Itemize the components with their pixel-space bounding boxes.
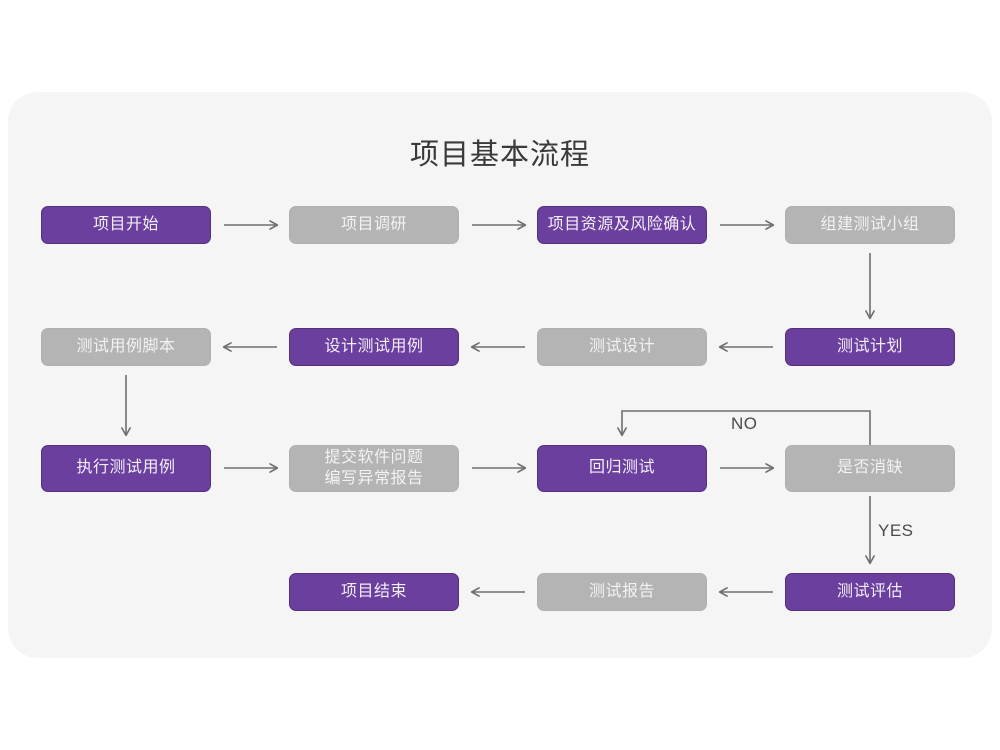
edge-label-no: NO [731, 414, 758, 433]
node-build-test-team[interactable]: 组建测试小组 [785, 206, 955, 244]
node-defect-cleared[interactable]: 是否消缺 [785, 445, 955, 492]
node-resource-risk-confirm[interactable]: 项目资源及风险确认 [537, 206, 707, 244]
node-regression-test[interactable]: 回归测试 [537, 445, 707, 492]
node-project-research[interactable]: 项目调研 [289, 206, 459, 244]
node-test-case-script[interactable]: 测试用例脚本 [41, 328, 211, 366]
node-project-start[interactable]: 项目开始 [41, 206, 211, 244]
node-test-design[interactable]: 测试设计 [537, 328, 707, 366]
node-execute-test-case[interactable]: 执行测试用例 [41, 445, 211, 492]
flowchart-card [8, 92, 992, 658]
node-design-test-case[interactable]: 设计测试用例 [289, 328, 459, 366]
node-test-evaluation[interactable]: 测试评估 [785, 573, 955, 611]
node-test-plan[interactable]: 测试计划 [785, 328, 955, 366]
page-title: 项目基本流程 [409, 139, 590, 171]
edge-label-yes: YES [878, 521, 914, 540]
node-project-end[interactable]: 项目结束 [289, 573, 459, 611]
edge-check-no-to-regression [617, 410, 871, 445]
node-test-report[interactable]: 测试报告 [537, 573, 707, 611]
node-submit-issue-report[interactable]: 提交软件问题 编写异常报告 [289, 445, 459, 492]
